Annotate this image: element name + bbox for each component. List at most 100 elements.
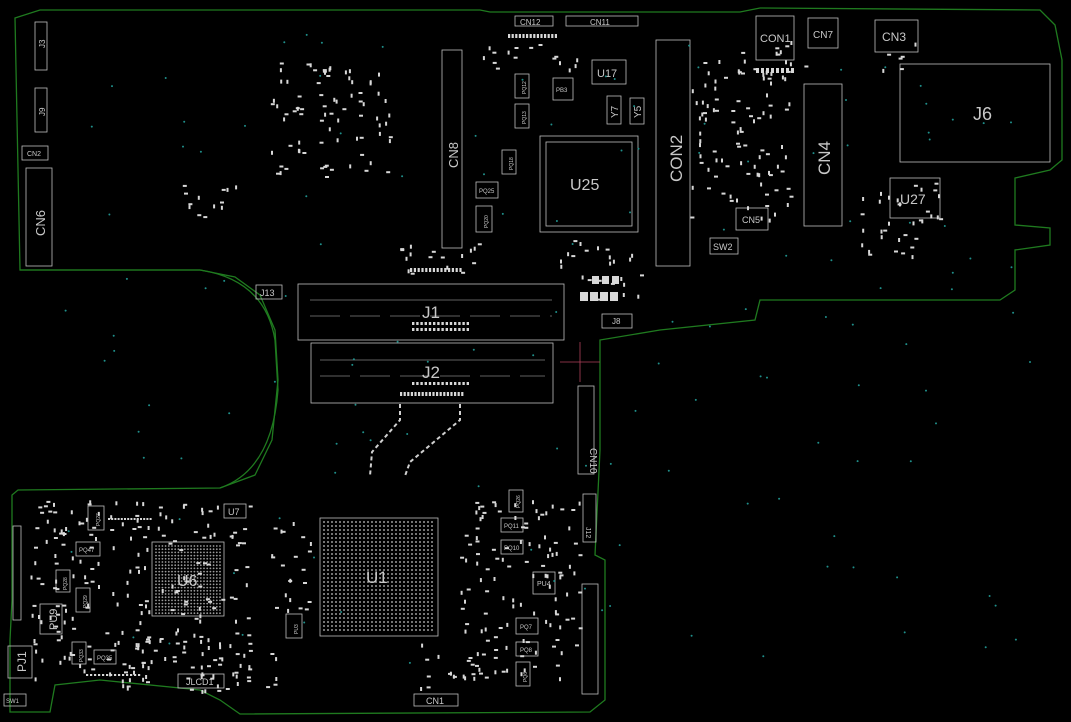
bga-ball	[395, 537, 397, 539]
trace-left	[369, 404, 401, 477]
smd-component	[578, 627, 583, 630]
bga-ball	[193, 545, 196, 547]
smd-component	[883, 229, 888, 232]
bga-ball	[171, 612, 173, 615]
bga-ball	[403, 577, 405, 579]
bga-ball	[187, 577, 189, 579]
smd-component	[85, 517, 88, 522]
bga-ball	[335, 541, 337, 543]
bga-ball	[395, 597, 397, 599]
smd-component	[235, 653, 240, 656]
smd-component	[34, 561, 37, 566]
via	[762, 655, 765, 658]
bga-ball	[419, 625, 421, 627]
smd-component	[608, 255, 611, 260]
bga-ball	[339, 617, 341, 619]
bga-ball	[411, 613, 413, 615]
bga-ball	[335, 605, 337, 607]
bga-ball	[209, 589, 212, 592]
smd-component	[161, 589, 164, 593]
bga-ball	[375, 617, 377, 619]
bga-ball	[203, 545, 205, 547]
bga-ball	[343, 569, 345, 571]
smd-component	[880, 235, 883, 240]
bga-ball	[391, 597, 393, 599]
j6-label: J6	[973, 104, 992, 124]
bga-ball	[177, 551, 180, 554]
pad	[136, 518, 139, 520]
bga-ball	[387, 569, 389, 571]
bga-ball	[174, 573, 177, 576]
bga-ball	[351, 621, 353, 623]
smd-component	[71, 556, 74, 561]
smd-component	[220, 201, 224, 204]
smd-component	[306, 63, 311, 66]
bga-ball	[219, 589, 221, 592]
bga-ball	[177, 577, 180, 579]
pad	[138, 674, 141, 676]
pad	[424, 382, 427, 385]
bga-ball	[158, 593, 161, 595]
bga-ball	[427, 609, 429, 611]
smd-component	[137, 643, 140, 648]
bga-ball	[161, 551, 164, 554]
bga-ball	[351, 601, 353, 603]
con2-label: CON2	[667, 135, 686, 182]
bga-ball	[363, 525, 365, 527]
smd-component	[718, 60, 721, 64]
bga-ball	[343, 589, 345, 591]
bga-ball	[180, 605, 183, 608]
bga-ball	[158, 573, 161, 576]
bga-ball	[351, 565, 353, 567]
bga-ball	[363, 569, 365, 571]
bga-ball	[347, 533, 349, 535]
smd-component	[273, 527, 278, 530]
bga-ball	[331, 525, 333, 527]
smd-component	[425, 658, 430, 661]
bga-ball	[335, 629, 337, 631]
bga-ball	[339, 597, 341, 599]
bga-ball	[423, 521, 425, 523]
bga-ball	[212, 580, 215, 583]
bga-ball	[199, 577, 202, 579]
smd-component	[159, 512, 162, 517]
smd-component	[161, 534, 166, 537]
bga-ball	[190, 599, 193, 602]
bga-ball	[399, 561, 401, 563]
smd-component	[558, 571, 563, 574]
smd-component	[89, 546, 94, 549]
bga-ball	[427, 601, 429, 603]
bga-ball	[171, 561, 173, 563]
bga-ball	[359, 585, 361, 587]
via	[228, 412, 231, 415]
pad	[761, 68, 764, 73]
smd-component	[293, 555, 298, 558]
via	[178, 518, 181, 521]
bga-ball	[177, 561, 180, 563]
bga-ball	[343, 549, 345, 551]
smd-component	[200, 675, 203, 679]
con1-outline	[755, 15, 795, 61]
bga-ball	[371, 545, 373, 547]
bga-ball	[219, 545, 221, 547]
bga-ball	[411, 521, 413, 523]
smd-component	[323, 165, 328, 168]
bga-ball	[387, 529, 389, 531]
bga-ball	[411, 549, 413, 551]
smd-component	[464, 629, 467, 634]
pad	[130, 518, 133, 520]
bga-ball	[155, 577, 157, 579]
bga-ball	[423, 553, 425, 555]
bga-ball	[212, 609, 215, 611]
bga-ball	[431, 609, 433, 611]
smd-component	[707, 71, 710, 76]
bga-ball	[347, 597, 349, 599]
bga-ball	[203, 548, 205, 551]
via	[637, 147, 640, 150]
bga-ball	[171, 599, 173, 602]
bga-ball	[343, 601, 345, 603]
bga-ball	[347, 625, 349, 627]
smd-component	[182, 504, 185, 509]
bga-ball	[158, 577, 161, 579]
smd-component	[89, 500, 92, 505]
